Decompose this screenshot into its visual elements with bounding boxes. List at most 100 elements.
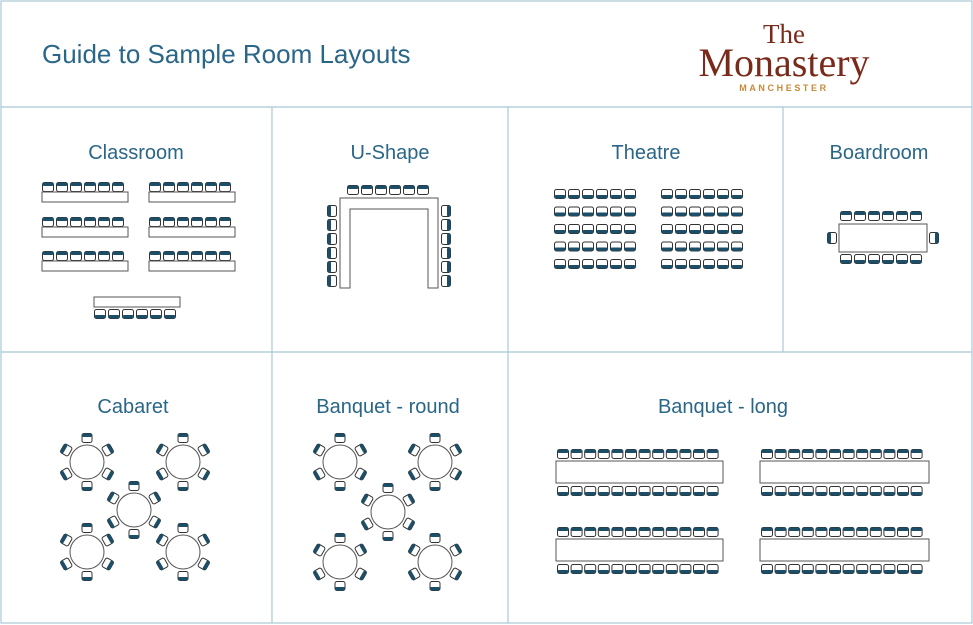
chair <box>717 259 729 269</box>
chair <box>449 543 462 557</box>
chair <box>693 486 705 496</box>
chair <box>177 523 189 533</box>
chair <box>774 449 787 459</box>
chair <box>883 486 896 496</box>
round-table <box>361 483 415 541</box>
chair <box>896 254 908 264</box>
chair <box>731 206 743 217</box>
chair <box>910 564 923 574</box>
chair <box>693 527 705 537</box>
chair <box>557 486 569 496</box>
chair <box>856 564 869 574</box>
table <box>148 226 236 238</box>
chair <box>731 224 743 234</box>
chair <box>788 486 801 496</box>
chair <box>675 189 687 199</box>
chair <box>554 241 566 252</box>
chair <box>327 205 337 217</box>
chair <box>801 449 814 459</box>
round-table <box>60 433 114 491</box>
chair <box>382 531 394 541</box>
chair <box>375 185 387 195</box>
chair <box>801 486 814 496</box>
round-table <box>408 533 462 591</box>
chair <box>854 254 866 264</box>
chair <box>596 241 608 252</box>
chair <box>177 251 189 261</box>
chair <box>693 564 705 574</box>
chair <box>408 567 421 581</box>
chair <box>56 251 68 261</box>
boardroom-title: Boardroom <box>830 142 929 164</box>
chair <box>60 557 73 571</box>
chair <box>107 515 120 529</box>
chair <box>81 523 93 533</box>
chair <box>557 449 569 459</box>
chair <box>596 206 608 217</box>
chair <box>661 224 673 234</box>
chair <box>596 189 608 199</box>
chair <box>149 251 161 261</box>
chair <box>219 182 231 192</box>
chair <box>84 217 96 227</box>
chair <box>107 491 120 505</box>
round-table <box>107 481 161 539</box>
chair <box>98 182 110 192</box>
chair <box>568 241 580 252</box>
table <box>555 538 724 562</box>
chair <box>313 543 326 557</box>
chair <box>197 443 210 457</box>
chair <box>197 533 210 547</box>
chair <box>731 259 743 269</box>
chair <box>347 185 359 195</box>
chair <box>449 467 462 481</box>
round-table <box>60 523 114 581</box>
chair <box>897 564 909 574</box>
chair <box>568 259 580 269</box>
chair <box>706 486 719 496</box>
chair <box>679 486 692 496</box>
chair <box>334 433 346 443</box>
cabaret-diagram <box>60 433 210 581</box>
chair <box>625 486 637 496</box>
chair <box>929 232 939 244</box>
chair <box>652 486 665 496</box>
chair <box>42 217 54 227</box>
chair <box>56 182 68 192</box>
chair <box>402 493 415 507</box>
page-title: Guide to Sample Room Layouts <box>42 39 411 69</box>
chair <box>675 241 687 252</box>
chair <box>557 564 569 574</box>
chair <box>689 206 701 217</box>
banquet-round-diagram <box>313 433 462 591</box>
chair <box>570 527 583 537</box>
chair <box>441 219 451 231</box>
chair <box>597 564 610 574</box>
chair <box>101 467 114 481</box>
chair <box>582 259 594 269</box>
chair <box>81 433 93 443</box>
chair <box>610 189 622 199</box>
chair <box>441 205 451 217</box>
chair <box>854 211 866 221</box>
chair <box>42 182 54 192</box>
chair <box>596 259 608 269</box>
chair <box>584 527 597 537</box>
chair <box>205 182 217 192</box>
chair <box>829 449 841 459</box>
chair <box>652 527 665 537</box>
chair <box>679 564 692 574</box>
chair <box>164 309 176 319</box>
chair <box>429 581 441 591</box>
chair <box>389 185 401 195</box>
chair <box>706 564 719 574</box>
chair <box>801 527 814 537</box>
chair <box>882 254 894 264</box>
chair <box>689 224 701 234</box>
chair <box>717 224 729 234</box>
chair <box>449 567 462 581</box>
table <box>759 460 930 484</box>
chair <box>761 527 773 537</box>
chair <box>313 467 326 481</box>
chair <box>582 224 594 234</box>
